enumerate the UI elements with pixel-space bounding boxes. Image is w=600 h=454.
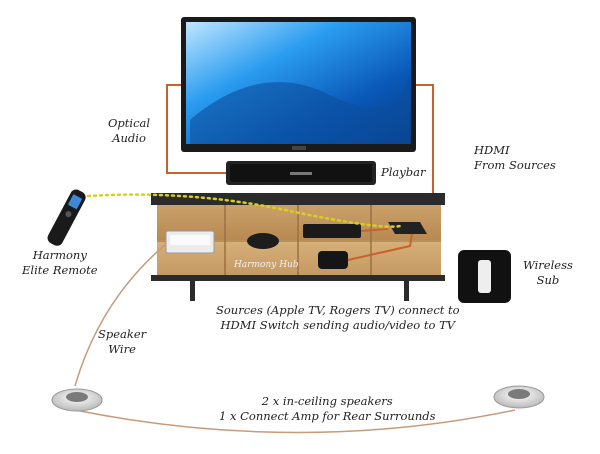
ceiling-speaker-left — [51, 388, 103, 412]
connect-amp — [165, 230, 215, 254]
label-speaker-wire: Speaker Wire — [98, 327, 147, 356]
harmony-hub-device — [247, 233, 279, 249]
harmony-remote — [47, 189, 86, 246]
wireless-sub — [458, 250, 511, 303]
cabinet-top — [151, 193, 445, 205]
tv — [181, 17, 416, 152]
playbar — [226, 161, 376, 185]
label-ceiling-note: 2 x in-ceiling speakers 1 x Connect Amp … — [219, 394, 436, 423]
speaker-wire — [74, 243, 516, 434]
label-optical-audio: Optical Audio — [108, 116, 151, 145]
label-wireless-sub: Wireless Sub — [523, 258, 573, 287]
source-link-cables — [347, 228, 413, 261]
label-sources-note: Sources (Apple TV, Rogers TV) connect to… — [216, 303, 460, 332]
optical-audio-cable — [166, 84, 226, 174]
rogers-tv-box — [303, 224, 361, 238]
label-hdmi-from-sources: HDMI From Sources — [474, 143, 556, 172]
hdmi-switch — [388, 222, 427, 234]
ir-beam — [86, 193, 402, 228]
label-playbar: Playbar — [381, 165, 426, 179]
cabinet-leg-right — [404, 281, 409, 301]
label-harmony-hub: Harmony Hub — [234, 260, 299, 270]
source-devices — [303, 222, 427, 269]
apple-tv — [318, 251, 348, 269]
ceiling-speaker-right — [493, 385, 545, 409]
label-harmony-remote: Harmony Elite Remote — [22, 248, 98, 277]
cabinet-leg-left — [190, 281, 195, 301]
